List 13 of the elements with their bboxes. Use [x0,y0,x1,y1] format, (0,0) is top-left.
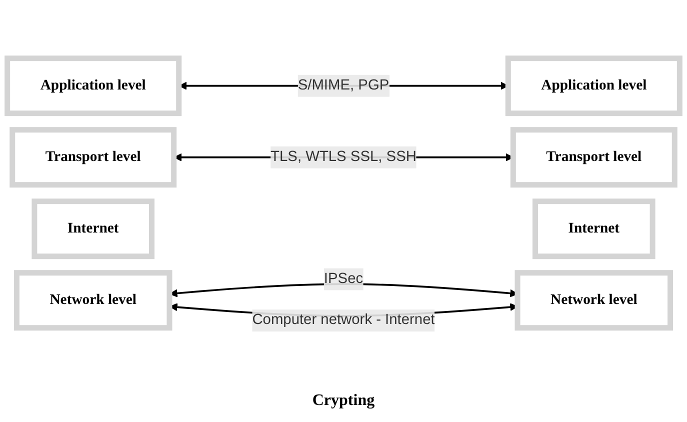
node-box: Transport level [510,127,678,188]
node-box: Internet [532,198,656,260]
edge-label: S/MIME, PGP [298,78,390,94]
note-text: Crypting [312,392,375,409]
edge-label: TLS, WTLS SSL, SSH [270,149,416,165]
node-box: Network level [514,270,674,331]
node-box: Transport level [10,127,177,188]
node-box: Application level [505,56,682,116]
edge-label: Computer network - Internet [252,312,435,328]
node-box: Network level [14,270,172,331]
node-box: Internet [32,198,154,260]
node-box: Application level [4,56,182,116]
edge-label: IPSec [324,271,364,287]
